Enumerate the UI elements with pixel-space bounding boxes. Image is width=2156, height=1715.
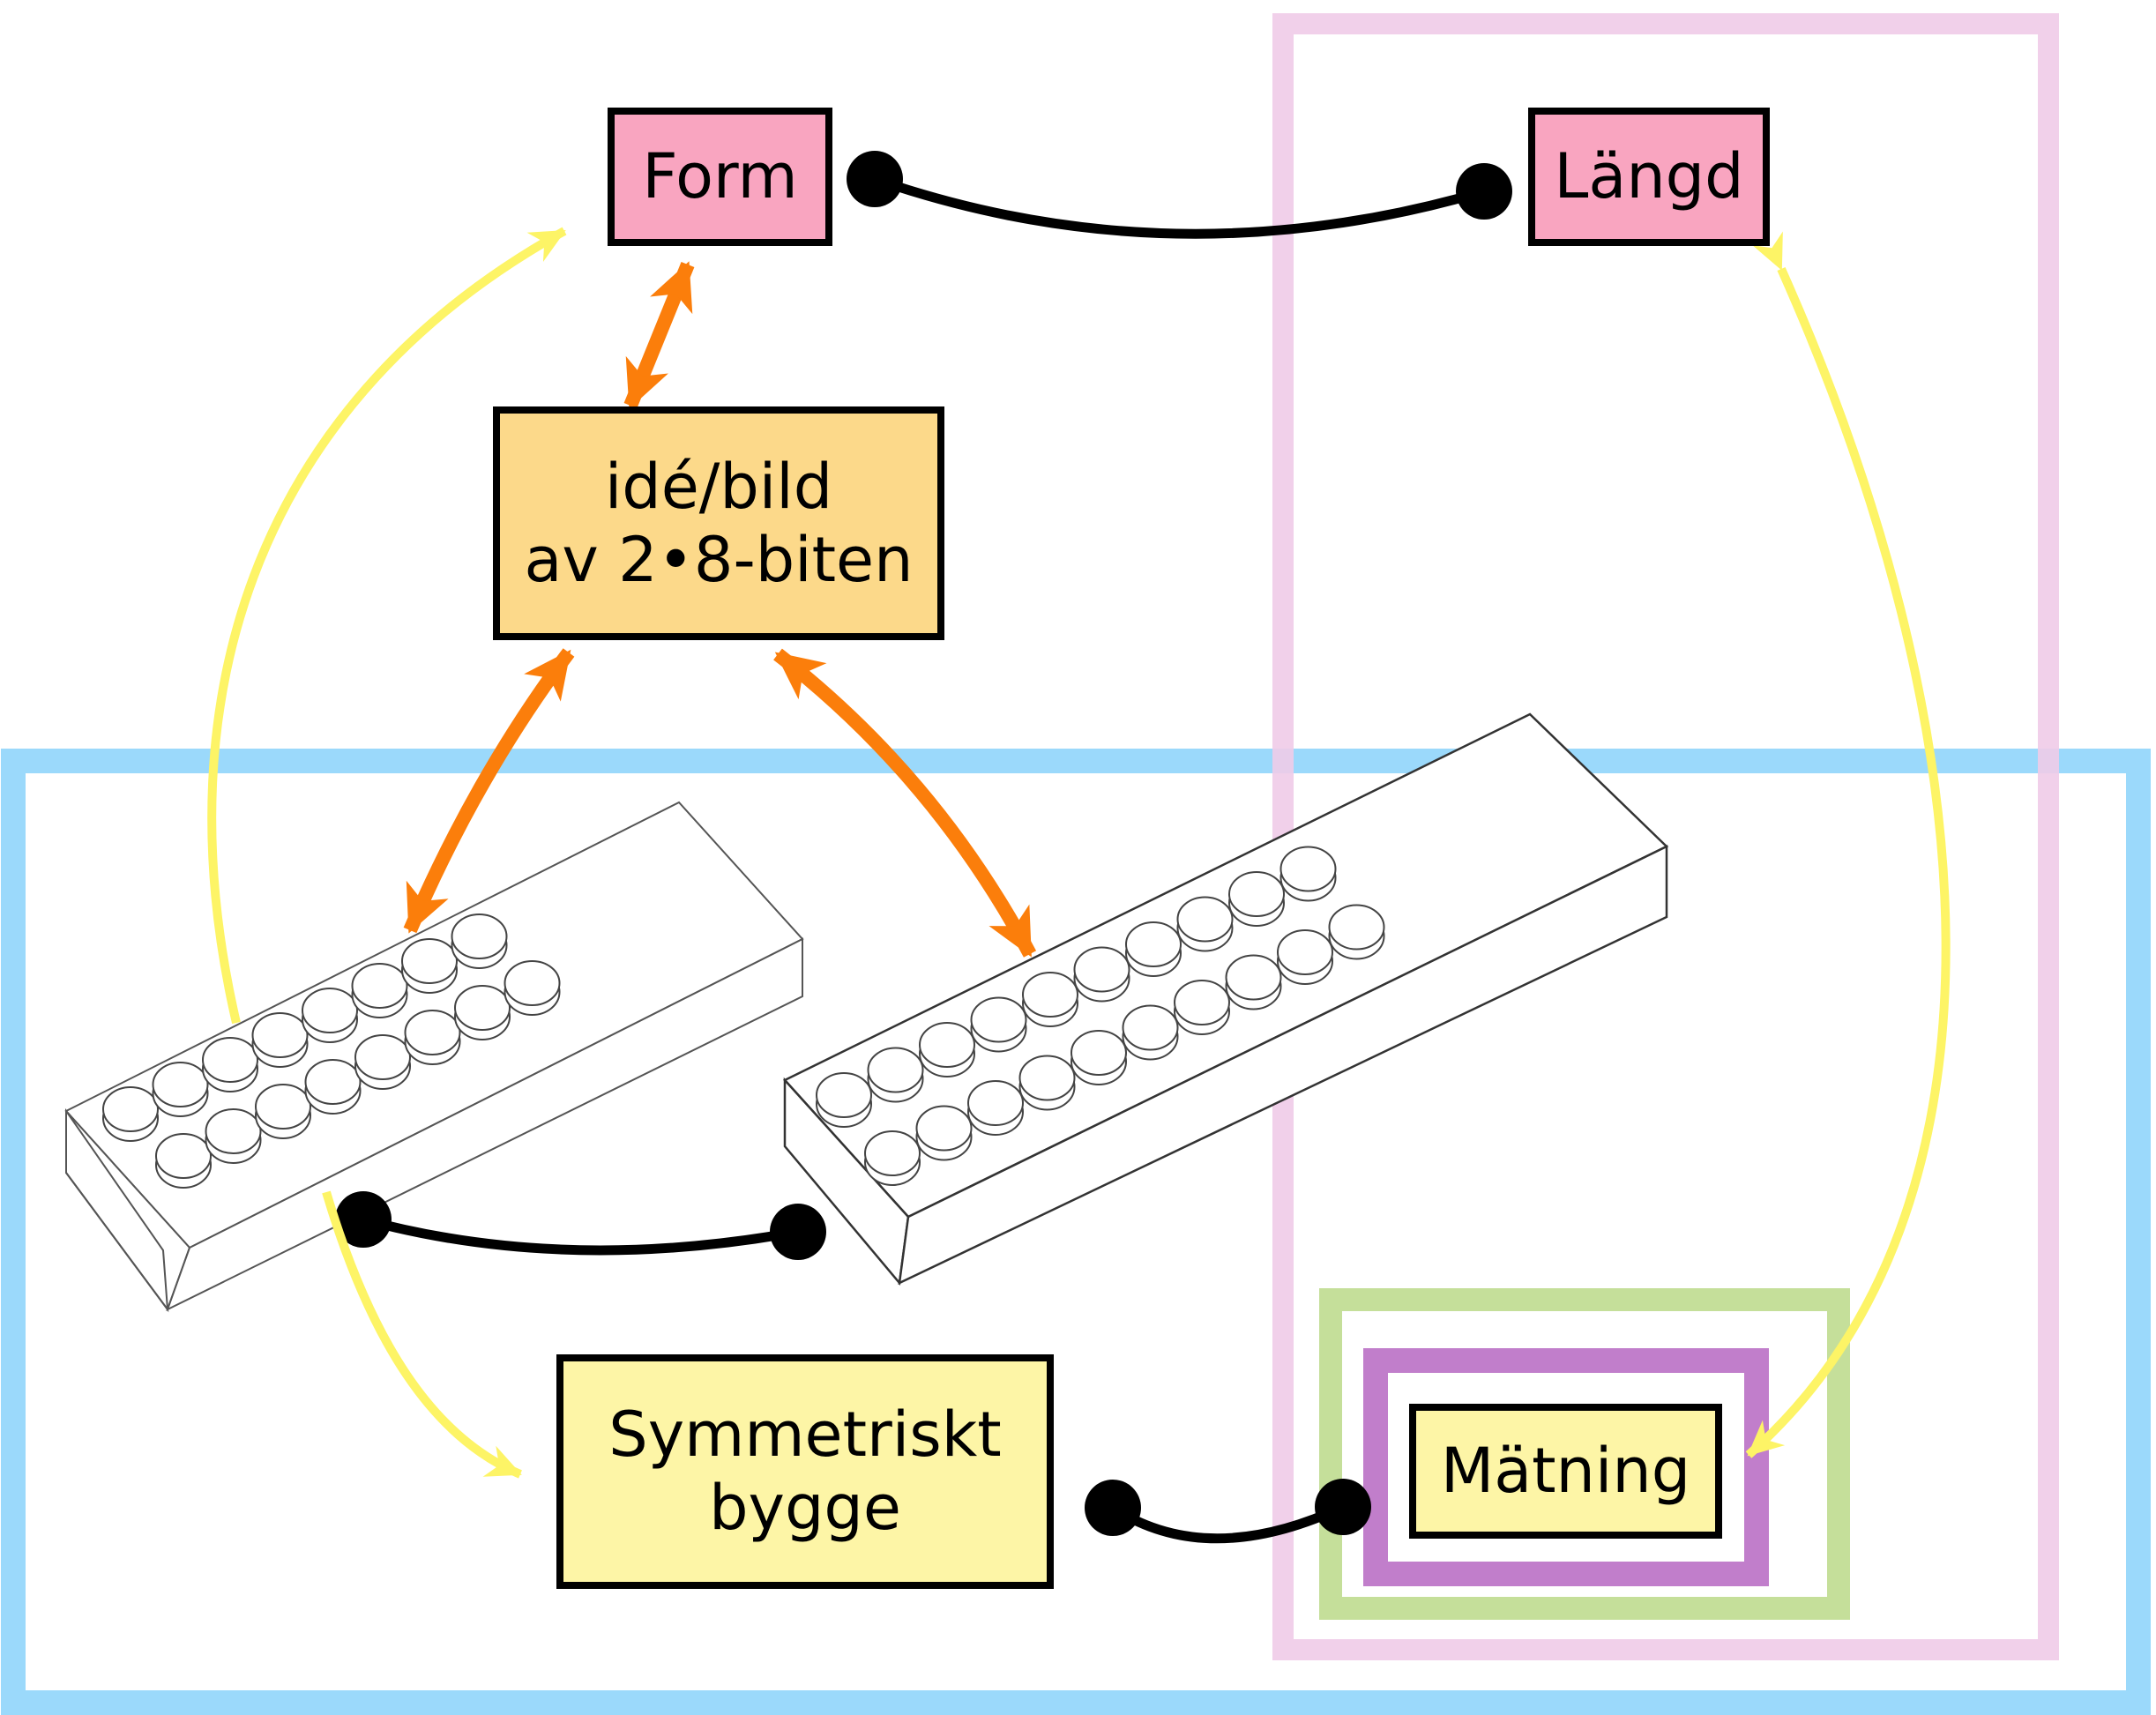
yellow-arrow-to-form: [207, 227, 567, 1025]
lego-studs: [102, 846, 1385, 1189]
orange-arrow-idea-left-brick: [403, 648, 575, 934]
lego-stud: [867, 1047, 924, 1103]
lego-stud: [1125, 921, 1182, 977]
lego-stud: [816, 1072, 872, 1128]
blue-region: [1, 749, 2151, 1715]
lego-stud: [451, 913, 508, 969]
form-label: Form: [642, 140, 798, 213]
langd-node: Längd: [1528, 108, 1770, 246]
lego-stud: [351, 963, 408, 1018]
lego-stud: [454, 985, 511, 1040]
matning-label: Mätning: [1440, 1435, 1691, 1508]
lego-stud: [1228, 871, 1285, 927]
connector-bricks: [335, 1191, 826, 1260]
lego-stud: [255, 1084, 311, 1139]
idea-label-line2: av 2•8-biten: [524, 523, 914, 596]
symmetry-node: Symmetriskt bygge: [556, 1354, 1054, 1589]
lego-stud: [302, 988, 358, 1043]
connector-form-langd: [847, 151, 1512, 239]
lego-stud: [404, 1010, 461, 1065]
lego-stud: [1279, 846, 1337, 902]
matning-node: Mätning: [1409, 1404, 1722, 1539]
lego-stud: [1022, 972, 1078, 1027]
form-node: Form: [608, 108, 832, 246]
lego-stud: [1018, 1055, 1076, 1111]
idea-node: idé/bild av 2•8-biten: [493, 406, 944, 640]
yellow-arrow-to-symmetry: [322, 1190, 522, 1479]
lego-stud: [864, 1130, 921, 1186]
orange-arrow-idea-right-brick: [773, 648, 1037, 958]
lego-stud: [1225, 954, 1282, 1010]
lego-stud: [504, 960, 561, 1016]
idea-label-line1: idé/bild: [604, 450, 833, 523]
lego-stud: [102, 1086, 159, 1142]
lego-stud: [354, 1034, 411, 1090]
lego-stud: [202, 1037, 258, 1092]
lego-stud: [152, 1062, 209, 1117]
lego-stud: [155, 1133, 212, 1189]
green-frame: [1319, 1288, 1850, 1620]
lego-stud: [401, 938, 458, 994]
purple-frame: [1363, 1348, 1769, 1586]
symmetry-label-line1: Symmetriskt: [608, 1398, 1002, 1472]
lego-stud: [1174, 980, 1230, 1035]
lego-stud: [1328, 904, 1385, 960]
lego-stud: [970, 996, 1027, 1053]
symmetry-label-line2: bygge: [709, 1472, 901, 1544]
lego-stud: [967, 1080, 1024, 1136]
lego-stud: [1176, 896, 1234, 952]
lego-stud: [1073, 946, 1130, 1003]
lego-stud: [919, 1022, 975, 1077]
lego-stud: [1071, 1030, 1127, 1085]
yellow-arrow-langd-matning: [1745, 231, 1951, 1458]
lego-stud: [304, 1059, 362, 1115]
langd-label: Längd: [1554, 140, 1744, 213]
connector-symmetry-matning: [1085, 1479, 1371, 1544]
orange-arrow-form-idea: [623, 261, 695, 409]
lego-stud: [1122, 1004, 1179, 1061]
lego-stud: [251, 1012, 309, 1068]
lego-stud: [1277, 929, 1333, 985]
lego-stud: [915, 1105, 973, 1161]
lego-stud: [205, 1108, 262, 1164]
